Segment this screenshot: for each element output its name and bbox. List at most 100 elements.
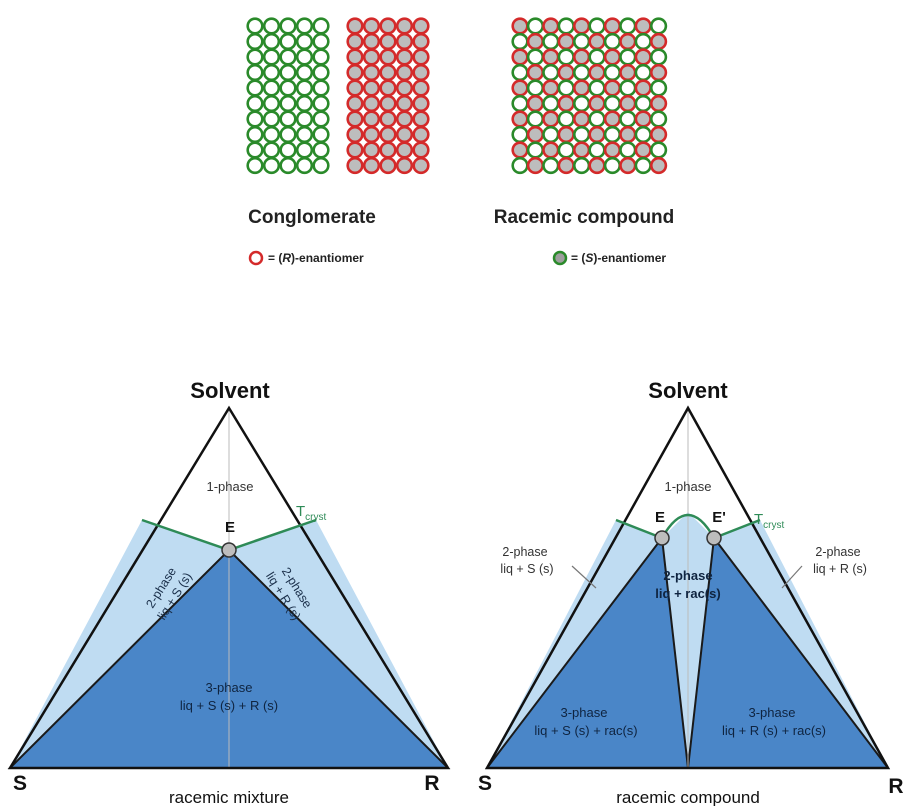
molecule	[634, 110, 652, 128]
molecule	[362, 17, 381, 35]
molecule	[379, 63, 397, 82]
molecule	[279, 48, 297, 66]
eutectic-point-e-prime	[706, 530, 722, 546]
eutectic-label-e-right: E	[655, 509, 665, 526]
molecule	[511, 79, 529, 97]
tcryst-label-left: Tcryst	[296, 503, 327, 523]
molecule	[379, 125, 397, 144]
molecule	[395, 110, 414, 128]
molecule	[295, 32, 314, 51]
molecule	[634, 17, 652, 35]
molecule	[279, 125, 297, 144]
molecule	[262, 32, 281, 51]
caption-racemic-compound: racemic compound	[616, 788, 760, 806]
molecule	[619, 79, 637, 97]
molecule	[542, 125, 560, 144]
molecule	[588, 17, 606, 35]
molecule	[557, 32, 575, 51]
molecule	[619, 125, 637, 144]
molecule	[634, 94, 652, 113]
molecule	[246, 141, 264, 159]
three-phase-right-label-line2: liq + R (s) + rac(s)	[722, 723, 826, 738]
molecule	[619, 141, 637, 159]
outer-triangle-left	[7, 405, 451, 770]
molecule	[262, 79, 281, 97]
eutectic-point-e	[221, 542, 237, 558]
region-label-1-phase: 1-phase	[207, 479, 254, 494]
molecule	[395, 156, 414, 175]
molecule	[634, 63, 652, 82]
molecule	[526, 141, 545, 159]
molecule	[262, 141, 281, 159]
molecule	[526, 48, 545, 66]
molecule	[603, 17, 622, 35]
molecule	[279, 17, 297, 35]
molecule	[526, 156, 545, 175]
molecule	[526, 17, 545, 35]
molecule	[557, 110, 575, 128]
molecule	[279, 63, 297, 82]
molecule	[572, 125, 591, 144]
molecule	[279, 141, 297, 159]
molecule	[588, 156, 606, 175]
molecule	[295, 17, 314, 35]
molecule	[588, 63, 606, 82]
tcryst-label-right: Tcryst	[754, 511, 785, 531]
molecule	[511, 17, 529, 35]
molecule	[619, 17, 637, 35]
molecule	[379, 17, 397, 35]
molecule	[346, 79, 364, 97]
molecule	[262, 63, 281, 82]
molecule	[395, 141, 414, 159]
molecule	[312, 79, 330, 97]
molecule	[246, 17, 264, 35]
molecule	[542, 17, 560, 35]
molecule	[588, 48, 606, 66]
molecule	[312, 32, 330, 51]
outer-triangle-right	[484, 405, 891, 770]
eutectic-label-e: E	[225, 519, 235, 536]
molecule	[619, 156, 637, 175]
caption-racemic-mixture: racemic mixture	[169, 788, 289, 806]
ternary-diagram-left: Solvent S R racemic mixture E Tcryst 1-p…	[7, 378, 451, 806]
ternary-diagram-right: Solvent S R racemic compound E E' Tcryst…	[478, 378, 904, 806]
molecule	[412, 17, 430, 35]
two-phase-left-callout-line1: 2-phase	[502, 545, 547, 559]
vertex-label-r: R	[424, 772, 439, 795]
molecule	[572, 48, 591, 66]
molecule	[649, 141, 668, 159]
molecule	[634, 141, 652, 159]
molecule	[312, 17, 330, 35]
conglomerate-r-crystal	[346, 17, 430, 175]
molecule	[346, 17, 364, 35]
molecule	[412, 125, 430, 144]
molecule	[395, 48, 414, 66]
molecule	[295, 63, 314, 82]
molecule	[511, 32, 529, 51]
three-phase-right-label-line1: 3-phase	[749, 705, 796, 720]
molecule	[379, 32, 397, 51]
molecule	[572, 63, 591, 82]
molecule	[295, 94, 314, 113]
molecule	[542, 63, 560, 82]
molecule	[246, 63, 264, 82]
s-enantiomer-legend-icon	[552, 250, 568, 266]
molecule	[395, 79, 414, 97]
molecule	[312, 125, 330, 144]
two-phase-center-label-line1: 2-phase	[663, 568, 712, 583]
molecule	[346, 156, 364, 175]
molecule	[346, 110, 364, 128]
molecule	[312, 156, 330, 175]
molecule	[312, 63, 330, 82]
vertex-label-s-right: S	[478, 772, 492, 795]
molecule	[362, 94, 381, 113]
molecule	[603, 156, 622, 175]
molecule	[279, 156, 297, 175]
molecule	[362, 125, 381, 144]
molecule	[557, 79, 575, 97]
two-phase-right-pointer	[781, 565, 803, 589]
molecule	[649, 17, 668, 35]
molecule	[379, 156, 397, 175]
molecule	[634, 32, 652, 51]
